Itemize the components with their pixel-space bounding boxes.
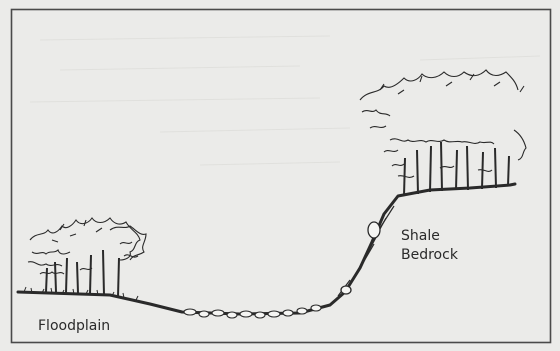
shale-bedrock-label: Shale Bedrock — [401, 227, 458, 265]
shale-bedrock-label-line1: Shale — [401, 227, 458, 246]
floodplain-label: Floodplain — [38, 317, 110, 336]
shale-bedrock-label-line2: Bedrock — [401, 246, 458, 265]
